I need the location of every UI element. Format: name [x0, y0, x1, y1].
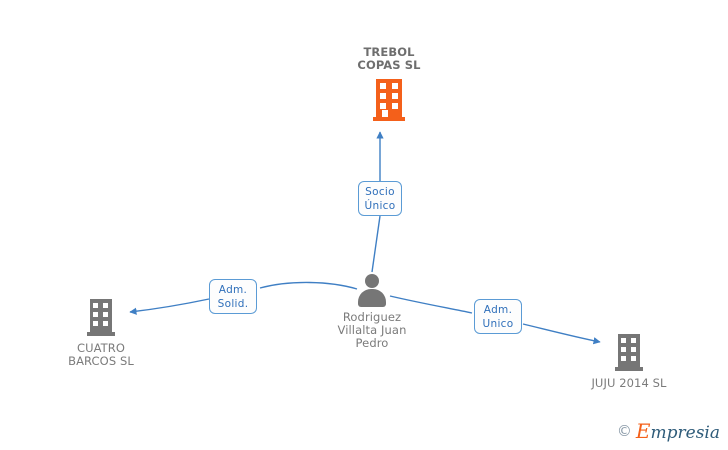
building-icon	[615, 334, 643, 371]
node-trebol-copas[interactable]: TREBOL COPAS SL	[329, 46, 449, 121]
node-label-juju-2014: JUJU 2014 SL	[591, 376, 667, 390]
edge-label-socio-unico[interactable]: Socio Único	[358, 181, 402, 216]
watermark-empresia: © Empresia	[617, 421, 720, 442]
watermark-brand-rest: mpresia	[650, 423, 721, 443]
node-label-trebol-copas: TREBOL COPAS SL	[357, 45, 421, 72]
edge-line-adm-unico-left	[389, 295, 473, 314]
node-person-rodriguez[interactable]: Rodriguez Villalta Juan Pedro	[322, 274, 422, 350]
node-label-person-rodriguez: Rodriguez Villalta Juan Pedro	[337, 310, 407, 350]
building-icon	[87, 299, 115, 336]
watermark-brand: Empresia	[636, 421, 720, 442]
edge-line-adm-solid-right	[259, 281, 358, 290]
edge-label-adm-unico[interactable]: Adm. Unico	[474, 299, 522, 334]
node-cuatro-barcos[interactable]: CUATRO BARCOS SL	[51, 299, 151, 368]
node-juju-2014[interactable]: JUJU 2014 SL	[579, 334, 679, 390]
copyright-icon: ©	[616, 422, 632, 440]
edge-line-adm-solid-left	[129, 298, 210, 315]
building-icon	[373, 79, 405, 121]
edge-line-socio-lower	[371, 215, 381, 273]
person-icon	[355, 274, 389, 307]
edge-line-adm-unico-right	[522, 323, 601, 345]
watermark-brand-initial: E	[635, 419, 651, 443]
node-label-cuatro-barcos: CUATRO BARCOS SL	[68, 341, 134, 368]
edge-label-adm-solid[interactable]: Adm. Solid.	[209, 279, 257, 314]
